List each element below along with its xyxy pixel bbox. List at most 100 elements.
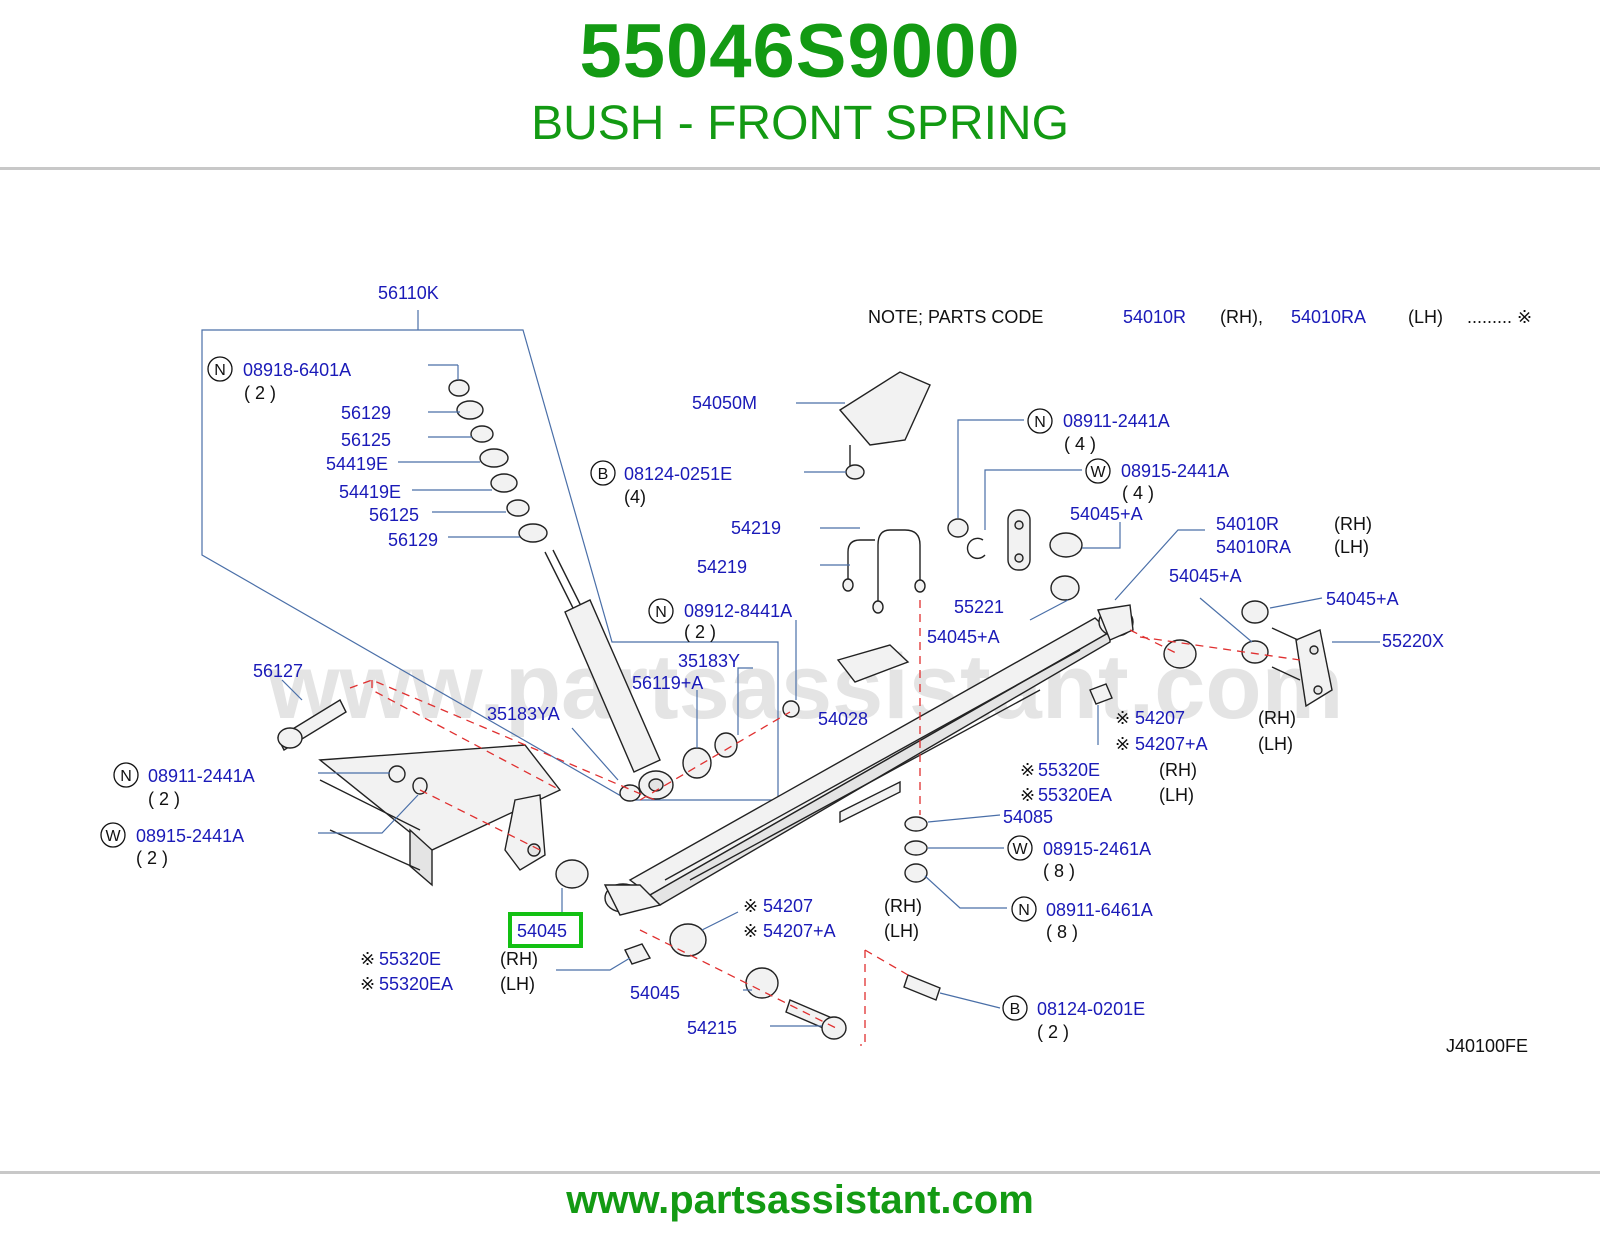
symbol-b-text: B: [1010, 1001, 1021, 1018]
symbol-n-text: N: [120, 768, 132, 785]
side-54207a-bottom: (LH): [884, 921, 919, 941]
side-55320e-right: (RH): [1159, 760, 1197, 780]
label-55320ea-left[interactable]: 55320EA: [379, 974, 453, 994]
label-56119a[interactable]: 56119+A: [632, 673, 703, 693]
kome-54207a-bottom: ※: [743, 921, 758, 941]
label-56127[interactable]: 56127: [253, 661, 303, 681]
label-54085[interactable]: 54085: [1003, 807, 1053, 827]
label-08124-0251e[interactable]: 08124-0251E: [624, 464, 732, 484]
footer-url[interactable]: www.partsassistant.com: [566, 1178, 1034, 1222]
kome-54207a-right: ※: [1115, 734, 1130, 754]
label-54419e-bottom[interactable]: 54419E: [339, 482, 401, 502]
symbol-n-icon: [1011, 896, 1037, 922]
label-54219-bottom[interactable]: 54219: [697, 557, 747, 577]
label-08911-2441a-left[interactable]: 08911-2441A: [148, 766, 255, 786]
label-54045-bottom[interactable]: 54045: [630, 983, 680, 1003]
pad-54028: [836, 644, 910, 683]
leaf-spring: [603, 604, 1134, 916]
label-54010ra-side: (LH): [1334, 537, 1369, 557]
side-55320e-left: (RH): [500, 949, 538, 969]
label-54010ra[interactable]: 54010RA: [1216, 537, 1291, 557]
label-54207-bottom[interactable]: 54207: [763, 896, 813, 916]
symbol-w-icon: [100, 822, 126, 848]
symbol-b-text: B: [598, 466, 609, 483]
label-54028[interactable]: 54028: [818, 709, 868, 729]
note-rh: (RH),: [1220, 307, 1263, 327]
label-54419e-top[interactable]: 54419E: [326, 454, 388, 474]
label-08912-8441a[interactable]: 08912-8441A: [684, 601, 792, 621]
symbol-w-icon: [1007, 835, 1033, 861]
label-08124-0201e[interactable]: 08124-0201E: [1037, 999, 1145, 1019]
label-55320e-left[interactable]: 55320E: [379, 949, 441, 969]
note-code-rh[interactable]: 54010R: [1123, 307, 1186, 327]
label-54045a-right[interactable]: 54045+A: [1326, 589, 1399, 609]
label-56125-top[interactable]: 56125: [341, 430, 391, 450]
label-08918-6401a[interactable]: 08918-6401A: [243, 360, 351, 380]
label-35183ya[interactable]: 35183YA: [487, 704, 560, 724]
label-56129-bottom[interactable]: 56129: [388, 530, 438, 550]
label-54207-right[interactable]: 54207: [1135, 708, 1185, 728]
footer-divider: [0, 1171, 1600, 1174]
qty-08915-2441a-top: ( 4 ): [1122, 483, 1154, 503]
label-54045a-mid[interactable]: 54045+A: [1169, 566, 1242, 586]
label-55320ea-right[interactable]: 55320EA: [1038, 785, 1112, 805]
label-56110k[interactable]: 56110K: [378, 283, 439, 303]
symbol-w-icon: [1085, 458, 1111, 484]
leader-lines: [281, 364, 1380, 1027]
label-08915-2441a-top[interactable]: 08915-2441A: [1121, 461, 1229, 481]
label-54045-highlighted[interactable]: 54045: [517, 921, 567, 941]
label-56125-bottom[interactable]: 56125: [369, 505, 419, 525]
symbol-n-icon: [113, 762, 139, 788]
note-suffix: ......... ※: [1467, 307, 1532, 327]
symbol-n-text: N: [214, 362, 226, 379]
label-54050m[interactable]: 54050M: [692, 393, 757, 413]
label-55220x[interactable]: 55220X: [1382, 631, 1444, 651]
side-54207-right: (RH): [1258, 708, 1296, 728]
shock-absorber: [544, 549, 674, 802]
symbol-n-text: N: [1018, 902, 1030, 919]
qty-08912-8441a: ( 2 ): [684, 622, 716, 642]
label-35183y[interactable]: 35183Y: [678, 651, 740, 671]
label-08911-6461a[interactable]: 08911-6461A: [1046, 900, 1153, 920]
shock-assembly-outline: [201, 310, 779, 801]
label-54207a-right[interactable]: 54207+A: [1135, 734, 1208, 754]
kome-55320e-right: ※: [1020, 760, 1035, 780]
qty-08124-0201e: ( 2 ): [1037, 1022, 1069, 1042]
label-55221[interactable]: 55221: [954, 597, 1004, 617]
symbol-w-text: W: [105, 828, 121, 845]
symbol-w-text: W: [1090, 464, 1106, 481]
pin-56127: [277, 699, 347, 751]
label-54207a-bottom[interactable]: 54207+A: [763, 921, 836, 941]
label-55320e-right[interactable]: 55320E: [1038, 760, 1100, 780]
label-08915-2441a-left[interactable]: 08915-2441A: [136, 826, 244, 846]
label-08915-2461a[interactable]: 08915-2461A: [1043, 839, 1151, 859]
label-56129-top[interactable]: 56129: [341, 403, 391, 423]
qty-08911-2441a-left: ( 2 ): [148, 789, 180, 809]
symbol-n-text: N: [655, 604, 667, 621]
label-54010r[interactable]: 54010R: [1216, 514, 1279, 534]
side-54207a-right: (LH): [1258, 734, 1293, 754]
diagram-code: J40100FE: [1446, 1036, 1528, 1056]
symbol-b-icon: [590, 460, 616, 486]
qty-08911-2441a-top: ( 4 ): [1064, 434, 1096, 454]
side-54207-bottom: (RH): [884, 896, 922, 916]
shackle-parts: [947, 509, 1197, 669]
shock-lower-bushes: [682, 700, 800, 779]
label-54219-top[interactable]: 54219: [731, 518, 781, 538]
label-54215[interactable]: 54215: [687, 1018, 737, 1038]
chassis-frame: [318, 744, 589, 889]
note-code-lh[interactable]: 54010RA: [1291, 307, 1366, 327]
bracket-54050m: [838, 371, 931, 480]
assembly-centerlines: [349, 600, 1301, 1046]
u-bolts: [842, 529, 926, 614]
qty-08911-6461a: ( 8 ): [1046, 922, 1078, 942]
symbol-n-text: N: [1034, 414, 1046, 431]
kome-55320e-left: ※: [360, 949, 375, 969]
label-54045a-low[interactable]: 54045+A: [927, 627, 1000, 647]
symbol-w-text: W: [1012, 841, 1028, 858]
symbol-n-icon: [1027, 408, 1053, 434]
part-name-subtitle: BUSH - FRONT SPRING: [531, 97, 1069, 150]
label-08911-2441a-top[interactable]: 08911-2441A: [1063, 411, 1170, 431]
symbol-n-icon: [648, 598, 674, 624]
label-54045a-top[interactable]: 54045+A: [1070, 504, 1143, 524]
